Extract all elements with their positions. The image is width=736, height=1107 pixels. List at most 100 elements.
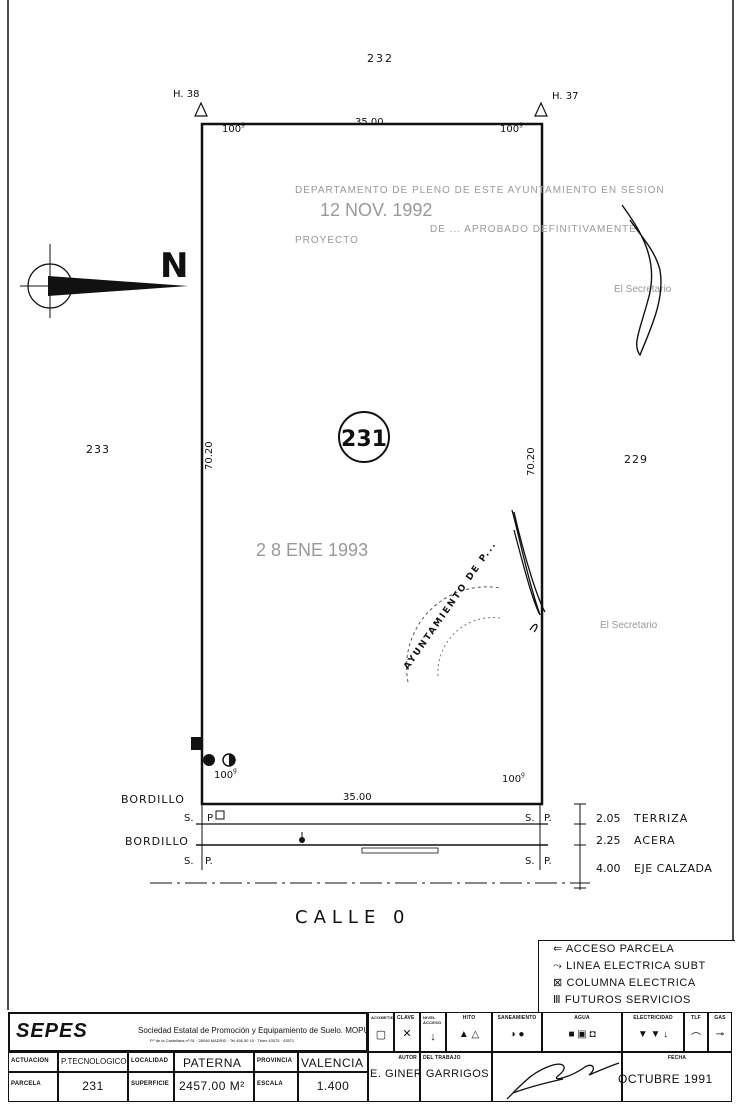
legend-item-future-services: Ⅲ FUTUROS SERVICIOS xyxy=(553,994,691,1006)
access-marker-icon xyxy=(191,737,203,750)
value-localidad: PATERNA xyxy=(174,1052,254,1072)
signature-middle xyxy=(511,509,546,633)
signature-upper xyxy=(621,204,662,357)
sp-right-1-p: P. xyxy=(544,813,552,824)
header-saneamiento: SANEAMIENTO◑ ● xyxy=(492,1012,542,1052)
angle-bottom-right: 100 xyxy=(502,774,521,785)
calzada-value: 4.00 xyxy=(596,862,621,875)
north-arrow-icon xyxy=(20,244,188,318)
stamp-date-2: 2 8 ENE 1993 xyxy=(256,540,368,560)
legend-item-access: ⇐ ACCESO PARCELA xyxy=(553,943,675,955)
stamp-text-3: PROYECTO xyxy=(295,235,359,246)
company-name: Sociedad Estatal de Promoción y Equipami… xyxy=(138,1026,368,1035)
header-hito: HITO▲ △ xyxy=(446,1012,492,1052)
angle-top-right: 100 xyxy=(500,124,519,135)
label-parcela: PARCELA xyxy=(8,1072,58,1102)
sp-left-2-s: S. xyxy=(184,856,194,867)
stamp-secretario-2: El Secretario xyxy=(600,620,658,631)
dimension-bottom: 35.00 xyxy=(343,792,372,803)
neighbor-top-number: 232 xyxy=(367,52,394,65)
title-block: SEPES Sociedad Estatal de Promoción y Eq… xyxy=(8,1012,732,1102)
marker-h38-label: H. 38 xyxy=(173,89,199,100)
north-label: N xyxy=(160,246,188,286)
label-localidad: LOCALIDAD xyxy=(128,1052,174,1072)
stamp-text-2: DE ... APROBADO DEFINITIVAMENTE xyxy=(430,224,637,235)
sepes-logo: SEPES xyxy=(16,1020,88,1042)
value-escala: 1.400 xyxy=(298,1072,368,1102)
header-tlf: TLF⌒ xyxy=(684,1012,708,1052)
value-actuacion: P.TECNOLOGICO xyxy=(58,1052,128,1072)
bordillo-label-1: BORDILLO xyxy=(121,793,185,806)
angle-bottom-left-unit: g xyxy=(233,767,237,774)
label-actuacion: ACTUACION xyxy=(8,1052,58,1072)
sp-left-1-p: P xyxy=(207,813,213,824)
terraza-value: 2.05 xyxy=(596,812,621,825)
municipal-seal: AYUNTAMIENTO DE P... xyxy=(402,539,501,683)
header-agua: AGUA■ ▣ ◘ xyxy=(542,1012,622,1052)
label-superficie: SUPERFICIE xyxy=(128,1072,174,1102)
future-services-icon xyxy=(215,810,225,820)
header-acometida: ACOMETIDA▢ xyxy=(368,1012,394,1052)
stamp-date-1: 12 NOV. 1992 xyxy=(320,200,432,220)
marker-h38-icon xyxy=(194,101,208,117)
acera-value: 2.25 xyxy=(596,834,621,847)
marker-h37-icon xyxy=(534,101,548,117)
header-gas: GAS⊸ xyxy=(708,1012,732,1052)
sp-right-2-s: S. xyxy=(525,856,535,867)
marker-h37-label: H. 37 xyxy=(552,91,578,102)
value-fecha: OCTUBRE 1991 xyxy=(618,1072,713,1086)
sp-right-2-p: P. xyxy=(544,856,552,867)
angle-bottom-left: 100 xyxy=(214,770,233,781)
street-light-icon xyxy=(299,837,305,843)
sp-left-1-s: S. xyxy=(184,813,194,824)
electric-line-icon: ⤳ xyxy=(553,960,567,972)
street-drain-icon xyxy=(361,847,439,854)
angle-top-right-unit: g xyxy=(519,121,523,128)
angle-top-left: 100 xyxy=(222,124,241,135)
service-circle-icon xyxy=(203,754,215,766)
label-fecha: FECHA xyxy=(622,1052,732,1102)
signature-cell xyxy=(492,1052,622,1102)
label-escala: ESCALA xyxy=(254,1072,298,1102)
acera-label: ACERA xyxy=(634,834,676,847)
electric-column-icon: ⊠ xyxy=(553,977,567,989)
company-address: P.º de la Castellana nº 91 · 28046 MADRI… xyxy=(150,1038,295,1043)
dimension-right: 70.20 xyxy=(526,447,537,476)
header-nivel: NIVEL ACCESO↓ xyxy=(420,1012,446,1052)
dimension-top: 35.00 xyxy=(355,117,384,128)
street-name: CALLE 0 xyxy=(295,907,411,928)
neighbor-right-number: 229 xyxy=(624,453,648,466)
plot-number-circle xyxy=(338,411,390,463)
future-services-legend-icon: Ⅲ xyxy=(553,994,565,1006)
label-del-trabajo: DEL TRABAJO xyxy=(420,1052,492,1102)
stamp-secretario-1: El Secretario xyxy=(614,284,672,295)
legend-item-electric-column: ⊠ COLUMNA ELECTRICA xyxy=(553,977,696,989)
value-provincia: VALENCIA xyxy=(298,1052,368,1072)
header-clave: CLAVE✕ xyxy=(394,1012,420,1052)
legend-item-electric-line: ⤳ LINEA ELECTRICA SUBT xyxy=(553,960,706,972)
sp-left-2-p: P. xyxy=(205,856,213,867)
seal-text: AYUNTAMIENTO DE P... xyxy=(402,539,499,671)
value-parcela: 231 xyxy=(58,1072,128,1102)
value-superficie: 2457.00 M² xyxy=(174,1072,254,1102)
header-electricidad: ELECTRICIDAD▼ ▼ ↓ xyxy=(622,1012,684,1052)
value-autor: E. GINER GARRIGOS xyxy=(370,1068,490,1080)
angle-top-left-unit: g xyxy=(241,121,245,128)
sp-right-1-s: S. xyxy=(525,813,535,824)
plot-number: 231 xyxy=(341,427,387,452)
angle-bottom-right-unit: g xyxy=(521,771,525,778)
label-provincia: PROVINCIA xyxy=(254,1052,298,1072)
terraza-label: TERRIZA xyxy=(633,812,688,825)
author-signature xyxy=(506,1062,620,1100)
bordillo-label-2: BORDILLO xyxy=(125,835,189,848)
legend: ⇐ ACCESO PARCELA ⤳ LINEA ELECTRICA SUBT … xyxy=(538,940,735,1013)
label-autor: AUTOR xyxy=(368,1052,420,1102)
calzada-label: EJE CALZADA xyxy=(634,862,712,875)
company-cell: SEPES Sociedad Estatal de Promoción y Eq… xyxy=(8,1012,368,1052)
dimension-left: 70.20 xyxy=(204,441,215,470)
neighbor-left-number: 233 xyxy=(86,443,110,456)
service-half-circle-icon xyxy=(222,753,236,767)
access-parcel-icon: ⇐ xyxy=(553,943,566,955)
stamp-text-1: DEPARTAMENTO DE PLENO DE ESTE AYUNTAMIEN… xyxy=(295,185,665,196)
